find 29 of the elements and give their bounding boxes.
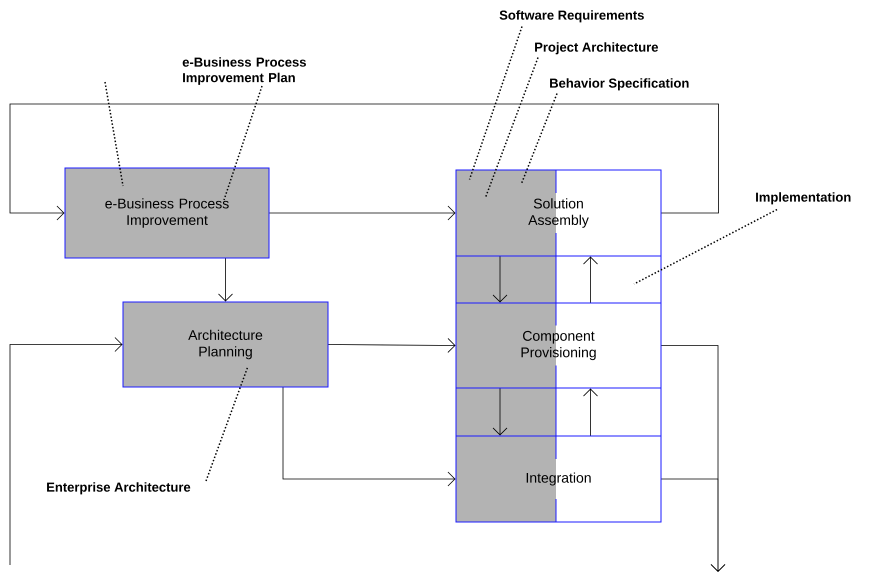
process-box: Architecture Planning (122, 302, 328, 388)
arrow (583, 388, 598, 436)
process-box: e-Business Process Improvement (64, 168, 270, 258)
arrow (583, 256, 598, 303)
annotation-label: Enterprise Architecture (47, 482, 190, 494)
arrow (269, 206, 456, 220)
leader-line (205, 367, 248, 482)
process-box: Component Provisioning (456, 302, 662, 388)
leader-line (223, 86, 263, 200)
arrow (218, 258, 233, 302)
arrow (492, 388, 508, 436)
arrow (10, 337, 122, 566)
arrow (328, 338, 456, 353)
arrow (282, 387, 456, 486)
annotation-label: Software Requirements (500, 10, 644, 22)
leader-line (484, 57, 539, 198)
process-box: Integration (456, 436, 662, 522)
annotation-label: e-Business Process Improvement Plan (182, 57, 306, 85)
annotation-label: Project Architecture (535, 42, 658, 54)
annotation-label: Implementation (756, 192, 850, 204)
arrow (492, 256, 508, 302)
process-box: Solution Assembly (456, 170, 662, 256)
annotation-label: Behavior Specification (550, 78, 689, 90)
leader-line (468, 26, 523, 180)
arrow (661, 478, 726, 572)
leader-line (520, 93, 558, 184)
leader-line (634, 208, 778, 285)
leader-line (104, 82, 124, 186)
arrow (10, 104, 719, 220)
